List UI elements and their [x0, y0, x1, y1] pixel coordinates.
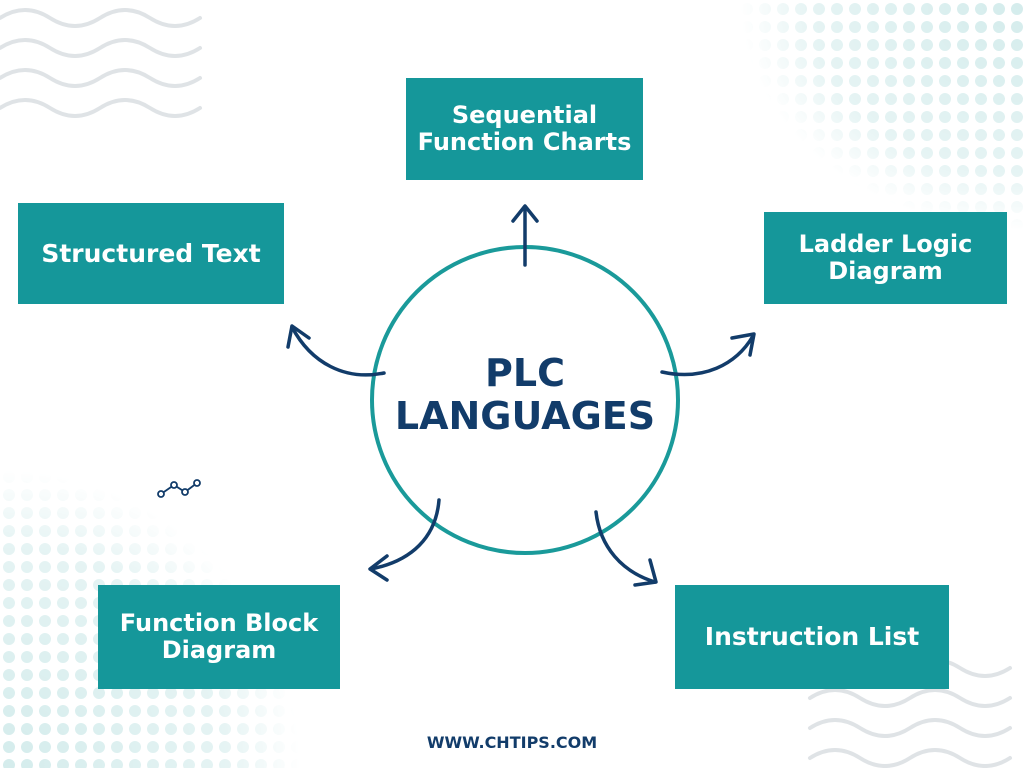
arrow-icon	[286, 324, 386, 377]
arrow-icon	[660, 332, 756, 377]
footer-url: WWW.CHTIPS.COM	[426, 733, 598, 752]
node-instruction-list: Instruction List	[675, 585, 949, 689]
arrow-icon	[594, 510, 658, 587]
halftone-dots-icon	[740, 0, 1024, 230]
node-label-line: Ladder Logic	[798, 230, 973, 259]
center-title: PLC LANGUAGES	[372, 352, 678, 437]
node-link-icon	[157, 479, 201, 498]
center-title-line: PLC	[485, 351, 565, 395]
node-label-line: Instruction List	[704, 622, 920, 651]
node-label-line: Function Block	[119, 609, 319, 638]
arrow-icon	[368, 498, 441, 582]
node-ladder-logic-diagram: Ladder Logic Diagram	[764, 212, 1007, 304]
node-structured-text: Structured Text	[18, 203, 284, 304]
center-title-line: LANGUAGES	[394, 393, 656, 438]
node-label-line: Sequential	[451, 101, 598, 130]
arrow-icon	[511, 204, 539, 267]
node-function-block-diagram: Function Block Diagram	[98, 585, 340, 689]
node-label-line: Structured Text	[41, 238, 261, 268]
node-label-line: Diagram	[161, 636, 277, 664]
node-label-line: Diagram	[828, 257, 943, 285]
wave-pattern-icon	[0, 8, 202, 118]
node-label-line: Function Charts	[417, 128, 632, 156]
node-sequential-function-charts: Sequential Function Charts	[406, 78, 643, 180]
